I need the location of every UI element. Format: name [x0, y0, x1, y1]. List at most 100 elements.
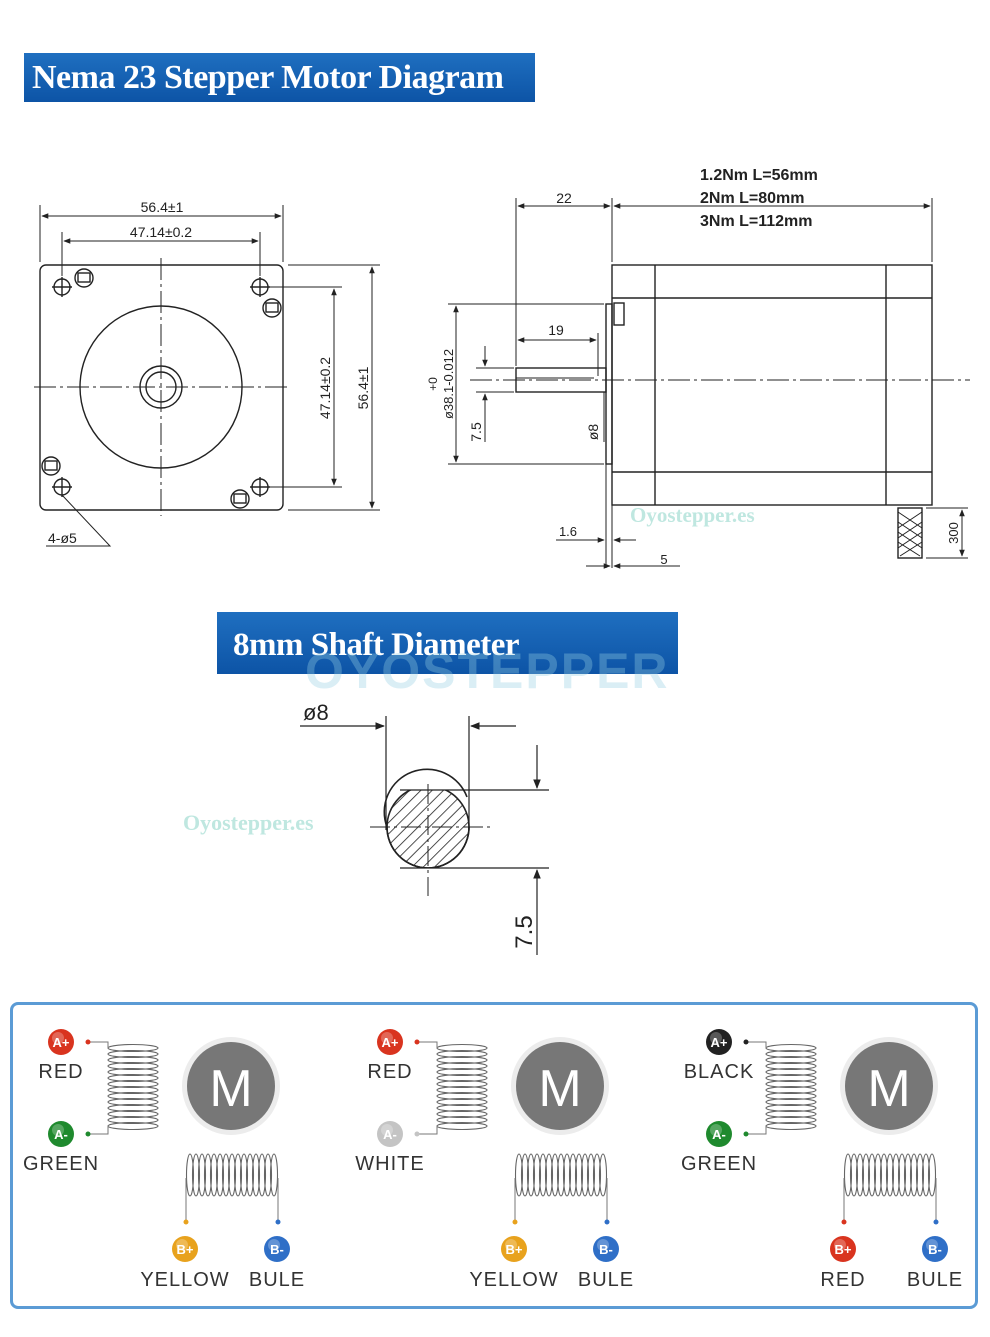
coil-b-turn	[251, 1153, 261, 1197]
coil-b-turn	[843, 1153, 853, 1197]
b-minus-color: BULE	[578, 1269, 634, 1291]
coil-b-turn	[197, 1153, 207, 1197]
coil-b-turn	[861, 1153, 871, 1197]
a-minus-color: WHITE	[355, 1153, 424, 1175]
dim-shaft-length: 22	[556, 190, 572, 206]
wiring-diagrams: MA+REDA-GREENB+YELLOWB-BULEMA+REDA-WHITE…	[23, 1029, 963, 1291]
version-2: 2Nm L=80mm	[700, 190, 805, 207]
coil-b-turn	[526, 1153, 536, 1197]
version-1: 1.2Nm L=56mm	[700, 167, 818, 184]
b-minus-tag: B-	[599, 1242, 613, 1257]
coil-b-turn	[891, 1153, 901, 1197]
coil-b-turn	[550, 1153, 560, 1197]
b-minus-tag: B-	[270, 1242, 284, 1257]
b-minus-badge	[922, 1236, 948, 1262]
coil-b-turn	[867, 1153, 877, 1197]
dim-flat-length: 19	[548, 322, 564, 338]
b-minus-badge	[264, 1236, 290, 1262]
coil-b-turn	[245, 1153, 255, 1197]
a-plus-badge	[48, 1029, 74, 1055]
coil-a-turn	[765, 1097, 817, 1107]
coil-a-turn	[107, 1085, 159, 1095]
coil-b-turn	[921, 1153, 931, 1197]
motor-icon	[845, 1042, 933, 1130]
lead-a-minus	[88, 1126, 109, 1135]
coil-b-turn	[227, 1153, 237, 1197]
coil-a-turn	[107, 1067, 159, 1077]
a-minus-badge-shine	[710, 1124, 722, 1136]
coil-a-turn	[765, 1055, 817, 1065]
shaft-section: ø8 7.5	[300, 700, 549, 955]
a-plus-badge-shine	[52, 1032, 64, 1044]
terminal-b-plus	[512, 1219, 518, 1225]
coil-a-turn	[436, 1061, 488, 1071]
b-plus-badge-shine	[505, 1239, 517, 1251]
terminal-b-plus	[841, 1219, 847, 1225]
coil-b-turn	[849, 1153, 859, 1197]
a-plus-color: RED	[38, 1061, 83, 1083]
coil-a-turn	[107, 1091, 159, 1101]
coil-b-turn	[885, 1153, 895, 1197]
coil-b-turn	[927, 1153, 937, 1197]
a-plus-badge	[706, 1029, 732, 1055]
coil-a-turn	[436, 1109, 488, 1119]
b-minus-tag: B-	[928, 1242, 942, 1257]
coil-b-turn	[239, 1153, 249, 1197]
coil-b-turn	[221, 1153, 231, 1197]
coil-a-turn	[765, 1115, 817, 1125]
a-minus-tag: A-	[383, 1127, 397, 1142]
coil-a-turn	[436, 1079, 488, 1089]
wiring-panel	[10, 1002, 978, 1309]
dim-outer-height: 56.4±1	[355, 366, 371, 409]
lead-a-plus	[417, 1041, 438, 1048]
front-view	[34, 205, 380, 547]
hole-callout: 4-ø5	[48, 530, 77, 546]
a-plus-color: RED	[367, 1061, 412, 1083]
a-plus-badge-shine	[710, 1032, 722, 1044]
a-minus-badge	[48, 1121, 74, 1147]
coil-a-turn	[436, 1097, 488, 1107]
coil-b-turn	[538, 1153, 548, 1197]
coil-a-turn	[765, 1085, 817, 1095]
a-minus-badge-shine	[381, 1124, 393, 1136]
coil-a-turn	[765, 1091, 817, 1101]
coil-b-turn	[909, 1153, 919, 1197]
shaft-flat-label: 7.5	[511, 915, 538, 948]
dim-hole-width: 47.14±0.2	[130, 224, 192, 240]
coil-a-turn	[765, 1079, 817, 1089]
b-plus-badge	[172, 1236, 198, 1262]
coil-a-turn	[107, 1115, 159, 1125]
coil-b-turn	[209, 1153, 219, 1197]
shaft-dia-label: ø8	[303, 700, 329, 725]
coil-a-turn	[765, 1103, 817, 1113]
side-view	[448, 198, 970, 569]
coil-b-turn	[544, 1153, 554, 1197]
coil-a-turn	[436, 1091, 488, 1101]
motor-drawing: 56.4±1 47.14±0.2 47.14±0.2 56.4±1 4-ø5	[34, 167, 970, 569]
terminal-b-minus	[275, 1219, 281, 1225]
coil-b-turn	[915, 1153, 925, 1197]
dim-flat: 7.5	[468, 422, 484, 442]
coil-a-turn	[107, 1103, 159, 1113]
a-plus-tag: A+	[53, 1035, 70, 1050]
dim-hole-height: 47.14±0.2	[317, 357, 333, 419]
b-minus-color: BULE	[907, 1269, 963, 1291]
dim-boss-height: 1.6	[559, 524, 577, 539]
coil-b-turn	[855, 1153, 865, 1197]
coil-a-turn	[107, 1079, 159, 1089]
coil-b-turn	[903, 1153, 913, 1197]
a-minus-tag: A-	[712, 1127, 726, 1142]
dim-boss-tolerance: +0	[426, 377, 440, 391]
a-minus-badge	[706, 1121, 732, 1147]
coil-b-turn	[520, 1153, 530, 1197]
coil-a-turn	[436, 1115, 488, 1125]
b-minus-badge-shine	[597, 1239, 609, 1251]
motor-symbol: M	[538, 1060, 581, 1118]
coil-a-turn	[436, 1049, 488, 1059]
b-plus-badge-shine	[176, 1239, 188, 1251]
terminal-a-plus	[743, 1039, 749, 1045]
terminal-b-minus	[933, 1219, 939, 1225]
coil-b-turn	[562, 1153, 572, 1197]
coil-a-turn	[436, 1067, 488, 1077]
